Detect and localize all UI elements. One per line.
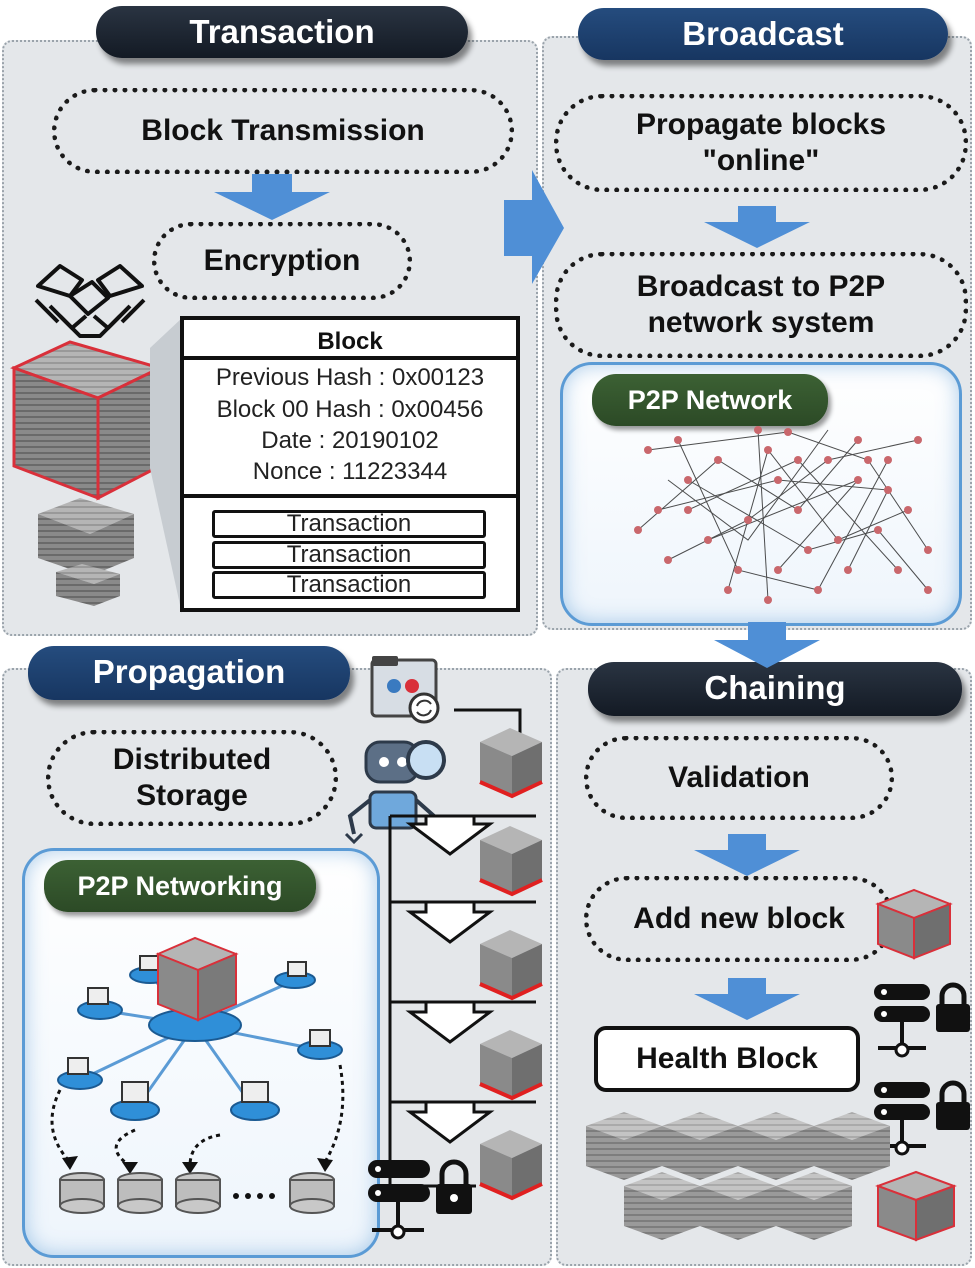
- arrow-down-icon: [704, 206, 810, 248]
- block-body-divider: [184, 494, 516, 498]
- block-field-date: Date : 20190102: [261, 427, 439, 454]
- transaction-title: Transaction: [96, 6, 468, 58]
- arrow-down-icon: [694, 834, 800, 876]
- block-cube-icon: [479, 826, 543, 897]
- callout-shade: [150, 318, 182, 614]
- block-cube-icon: [479, 930, 543, 1001]
- arrow-down-icon: [714, 622, 820, 668]
- p2p-network-label: P2P Network: [592, 374, 828, 426]
- arrow-down-icon: [694, 978, 800, 1020]
- blockchain-cubes: [586, 1112, 957, 1242]
- block-cube-icon: [479, 1030, 543, 1101]
- block-stack-icon: [10, 340, 165, 606]
- server-lock-icon: [874, 982, 970, 1058]
- distributed-storage-step: Distributed Storage: [46, 730, 338, 826]
- folder-sync-icon: [370, 656, 440, 724]
- block-transmission-step: Block Transmission: [52, 88, 514, 174]
- p2p-networking-label: P2P Networking: [44, 860, 316, 912]
- block-header: Block: [317, 328, 383, 355]
- transaction-row: Transaction: [212, 541, 486, 569]
- broadcast-p2p-step: Broadcast to P2P network system: [554, 252, 968, 358]
- transaction-row: Transaction: [212, 571, 486, 599]
- transaction-row: Transaction: [212, 510, 486, 538]
- server-lock-icon: [368, 1159, 472, 1240]
- arrow-right-icon: [504, 170, 564, 284]
- block-header-divider: [184, 356, 516, 360]
- block-detail-card: Block Previous Hash : 0x00123 Block 00 H…: [180, 316, 520, 612]
- chaining-title: Chaining: [588, 662, 962, 716]
- propagate-blocks-step: Propagate blocks "online": [554, 94, 968, 192]
- block-cube-icon: [479, 728, 543, 799]
- propagation-title: Propagation: [28, 646, 350, 700]
- arrow-down-icon: [214, 174, 330, 220]
- validation-step: Validation: [584, 736, 894, 820]
- block-cube-icon: [479, 1130, 543, 1201]
- network-topology-icon: [50, 936, 345, 1214]
- add-new-block-step: Add new block: [584, 876, 894, 962]
- block-field-block-hash: Block 00 Hash : 0x00456: [216, 396, 484, 423]
- block-field-previous-hash: Previous Hash : 0x00123: [215, 364, 485, 391]
- block-field-nonce: Nonce : 11223344: [252, 458, 448, 485]
- new-block-cube-icon: [875, 888, 953, 960]
- robot-icon: [344, 740, 446, 845]
- encryption-step: Encryption: [152, 222, 412, 300]
- handshake-icon: [34, 264, 146, 338]
- network-graph: [634, 426, 932, 604]
- broadcast-title: Broadcast: [578, 8, 948, 60]
- health-block-box: Health Block: [594, 1026, 860, 1092]
